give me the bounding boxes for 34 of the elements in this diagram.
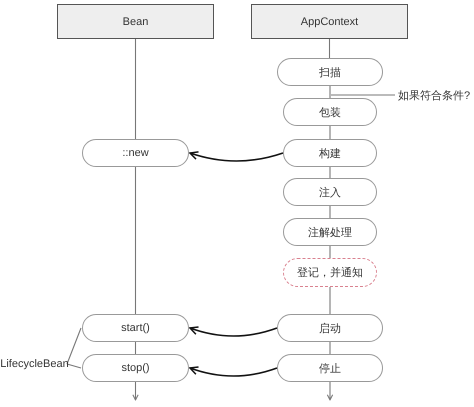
condition-note: 如果符合条件?	[397, 87, 471, 103]
step-pill: 注入	[283, 178, 377, 206]
call-arrow	[189, 326, 278, 337]
lifeline-segment	[329, 246, 331, 258]
lifeline-segment	[329, 206, 331, 218]
lifeline-segment	[134, 342, 136, 354]
step-pill: 登记，并通知	[283, 258, 377, 287]
call-arrow	[189, 366, 278, 377]
lifeline-segment	[328, 39, 330, 58]
lifeline-header: Bean	[57, 4, 214, 39]
lifeline-arrow	[326, 382, 334, 401]
bracket-line	[66, 328, 82, 364]
lifeline-segment	[329, 287, 331, 314]
step-pill: 扫描	[277, 58, 383, 86]
bracket-line	[66, 363, 82, 369]
group-label: LifecycleBean	[2, 356, 67, 372]
leader-line	[331, 94, 395, 96]
step-pill: 停止	[277, 354, 383, 382]
lifeline-header: AppContext	[251, 4, 408, 39]
lifeline-segment	[134, 39, 136, 139]
step-pill: 包装	[283, 98, 377, 126]
lifeline-segment	[329, 126, 331, 139]
step-pill: 注解处理	[283, 218, 377, 246]
lifeline-segment	[329, 167, 331, 178]
step-pill: 构建	[283, 139, 377, 167]
lifeline-arrow	[132, 382, 139, 401]
method-pill: start()	[82, 314, 189, 342]
step-pill: 启动	[277, 314, 383, 342]
lifeline-segment	[329, 342, 331, 354]
call-arrow	[189, 150, 284, 162]
lifeline-segment	[134, 167, 136, 314]
method-pill: stop()	[82, 354, 189, 382]
lifeline-segment	[329, 86, 331, 98]
method-pill: ::new	[82, 139, 189, 167]
